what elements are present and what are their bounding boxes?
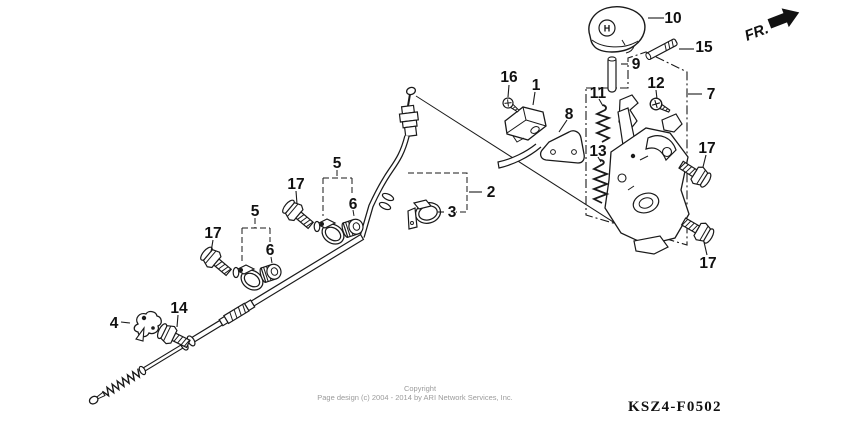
callout-part-5-mid[interactable]: 5 <box>333 155 342 172</box>
cable-top-eye <box>405 86 417 96</box>
callout-part-16[interactable]: 16 <box>500 69 518 86</box>
part-7-boundary-box <box>585 51 688 246</box>
part-15-pin-drawing <box>645 38 678 61</box>
callout-part-6-mid[interactable]: 6 <box>349 196 358 213</box>
part-3-clamp-drawing <box>407 199 442 230</box>
knob-logo-icon <box>598 19 616 37</box>
callout-part-17-right-bottom[interactable]: 17 <box>699 255 716 272</box>
cable-threaded-end <box>101 368 141 398</box>
part-4-clip-drawing <box>133 310 162 342</box>
part-17-bolt-left-drawing <box>197 243 236 281</box>
callout-part-1[interactable]: 1 <box>532 77 541 94</box>
callout-part-9[interactable]: 9 <box>632 56 641 73</box>
part-6-grommet-left-drawing <box>258 261 284 284</box>
callout-part-17-mid[interactable]: 17 <box>287 176 304 193</box>
part-10-knob-drawing: H <box>588 6 646 54</box>
callout-part-3[interactable]: 3 <box>448 204 457 221</box>
callout-part-4[interactable]: 4 <box>110 315 119 332</box>
part-1-switch-drawing <box>504 106 547 143</box>
callout-part-10[interactable]: 10 <box>664 10 681 27</box>
part-7-lever-assembly-drawing <box>604 94 690 255</box>
fr-arrow-icon <box>767 8 800 29</box>
part-2-control-cable-drawing <box>88 86 419 405</box>
part-5-clamp-mid-drawing <box>314 219 345 246</box>
part-9-pin-drawing <box>607 56 617 93</box>
callout-part-7[interactable]: 7 <box>707 86 716 103</box>
callout-part-14[interactable]: 14 <box>170 300 188 317</box>
part-17-bolt-mid-drawing <box>279 196 318 234</box>
fr-label: FR. <box>742 20 771 45</box>
cable-to-lever-leader-line <box>415 95 644 242</box>
fr-direction-indicator: FR. <box>742 8 800 45</box>
part-13-spring-drawing <box>591 159 610 204</box>
group-bracket-lines <box>241 170 468 264</box>
callout-part-5-left[interactable]: 5 <box>251 203 260 220</box>
cable-bottom-eye <box>88 395 99 405</box>
callout-part-15[interactable]: 15 <box>695 39 713 56</box>
part-8-bracket-drawing <box>497 130 585 169</box>
knob-logo-letter: H <box>604 24 611 34</box>
diagram-code: KSZ4-F0502 <box>628 399 722 415</box>
callout-part-13[interactable]: 13 <box>589 143 607 160</box>
callout-part-8[interactable]: 8 <box>565 106 574 123</box>
part-14-bolt-drawing <box>154 320 194 353</box>
copyright-line-2: Page design (c) 2004 - 2014 by ARI Netwo… <box>317 393 513 402</box>
callout-part-17-left[interactable]: 17 <box>204 225 221 242</box>
callout-part-12[interactable]: 12 <box>647 75 664 92</box>
copyright-line-1: Copyright <box>404 384 437 393</box>
part-11-spring-drawing <box>594 104 612 143</box>
leader-lines <box>120 17 708 328</box>
callout-part-11[interactable]: 11 <box>590 85 607 102</box>
part-12-screw-drawing <box>647 95 673 117</box>
callout-part-17-right-top[interactable]: 17 <box>698 140 715 157</box>
cable-lower-run <box>88 233 365 405</box>
callout-part-2[interactable]: 2 <box>487 184 496 201</box>
callout-part-6-left[interactable]: 6 <box>266 242 275 259</box>
